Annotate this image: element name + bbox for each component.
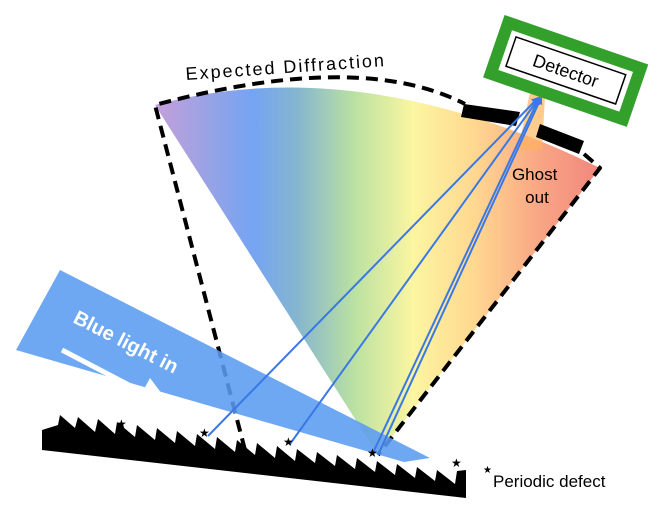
ghost-out-label: Ghost out: [512, 165, 562, 207]
slit-bar-right: [536, 124, 584, 154]
periodic-defect-label: Periodic defect: [493, 472, 606, 491]
incoming-arrow: [60, 347, 171, 406]
defect-star-4: ★: [367, 446, 378, 460]
ray-1: [207, 96, 540, 437]
slit-bar-left: [461, 104, 520, 126]
defect-star-legend: ★: [483, 465, 492, 476]
defect-markers: ★ ★ ★ ★ ★ ★: [116, 417, 492, 476]
ghost-label-line2: out: [525, 188, 549, 207]
detector-green-border: [483, 15, 649, 127]
diffracted-rays: [207, 96, 543, 456]
defect-star-5: ★: [451, 456, 462, 470]
ray-2: [289, 96, 541, 445]
defect-star-2: ★: [199, 426, 210, 440]
ray-3: [371, 96, 541, 456]
grating: [42, 415, 466, 498]
blue-light-beam: [16, 270, 430, 462]
ray-4: [377, 96, 543, 456]
expected-diffraction-outline: [153, 75, 602, 457]
detector-face: [504, 35, 627, 105]
detector: Detector: [483, 15, 649, 127]
defect-star-3: ★: [283, 435, 294, 449]
defect-star-1: ★: [116, 417, 127, 431]
ghost-label-line1: Ghost: [512, 165, 558, 184]
spectrum-fan: [155, 87, 600, 455]
